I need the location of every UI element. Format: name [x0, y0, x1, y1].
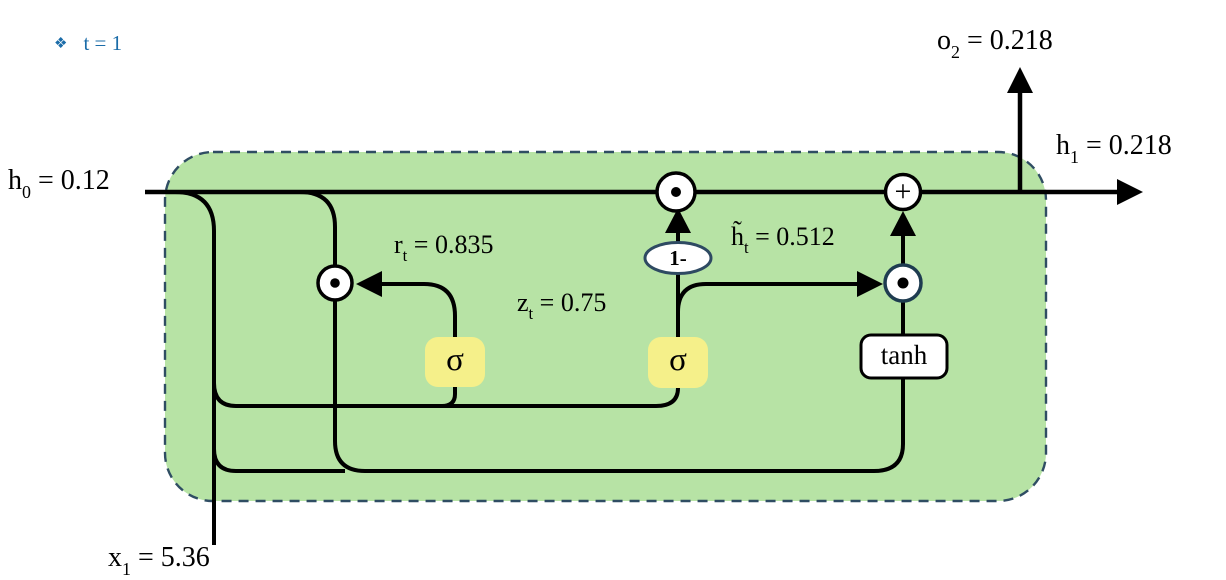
reset-arrowhead-icon	[356, 271, 382, 297]
update-subscript: t	[528, 304, 534, 324]
update-to-candidate-line	[676, 282, 858, 313]
add-arrowhead-icon	[890, 211, 916, 236]
hidden-state-arrowhead-icon	[1117, 179, 1143, 205]
one-minus-label: 1-	[669, 245, 687, 270]
reset-value: = 0.835	[407, 230, 494, 259]
forget-multiply-dot-icon	[671, 187, 681, 197]
add-node	[883, 172, 923, 212]
output-value: = 0.218	[959, 25, 1053, 56]
input-to-candidate-line	[212, 448, 345, 473]
reset-gate-output-line	[378, 282, 457, 337]
reset-symbol: r	[394, 230, 403, 259]
one-minus-node	[643, 241, 713, 275]
output-subscript: 2	[951, 41, 960, 62]
input-subscript: 1	[122, 558, 131, 579]
next-hidden-subscript: 1	[1070, 146, 1079, 167]
candidate-subscript: t	[744, 238, 749, 258]
reset-gate-box	[425, 337, 485, 387]
timestep-label: ❖ t = 1	[54, 31, 123, 55]
gru-cell-boundary	[163, 150, 1048, 503]
prev-hidden-symbol: h	[8, 165, 22, 196]
add-label: +	[894, 174, 912, 208]
update-value-label: zt = 0.75	[517, 288, 607, 322]
output-symbol: o	[937, 25, 951, 56]
candidate-value: = 0.512	[748, 222, 835, 251]
tanh-box	[859, 333, 949, 380]
candidate-value-label: h̃t = 0.512	[731, 222, 835, 256]
next-hidden-value: = 0.218	[1078, 130, 1172, 161]
next-hidden-symbol: h	[1056, 130, 1070, 161]
output-arrowhead-icon	[1007, 67, 1033, 93]
input-concat-line	[174, 190, 216, 545]
candidate-multiply-dot-icon	[897, 277, 909, 289]
update-gate-label: σ	[669, 342, 687, 378]
reset-subscript: t	[402, 246, 408, 266]
input-label: x1 = 5.36	[108, 542, 210, 578]
reset-value-label: rt = 0.835	[394, 230, 494, 264]
prev-hidden-label: h0 = 0.12	[8, 165, 110, 201]
output-label: o2 = 0.218	[937, 25, 1053, 61]
reset-branch-line	[299, 190, 337, 266]
input-value: = 5.36	[130, 542, 210, 573]
update-symbol: z	[517, 288, 529, 317]
prev-hidden-subscript: 0	[22, 181, 31, 202]
update-value: = 0.75	[533, 288, 607, 317]
candidate-input-line	[333, 300, 905, 473]
candidate-symbol: h̃	[731, 222, 744, 251]
timestep-text: t = 1	[83, 31, 123, 55]
prev-hidden-value: = 0.12	[30, 165, 110, 196]
input-symbol: x	[108, 542, 122, 573]
next-hidden-label: h1 = 0.218	[1056, 130, 1172, 166]
update-arrowhead-icon	[857, 271, 883, 297]
one-minus-arrowhead-icon	[665, 208, 691, 233]
reset-gate-stem-line	[441, 386, 457, 408]
tanh-label: tanh	[880, 340, 928, 370]
reset-multiply-dot-icon	[330, 278, 340, 288]
reset-gate-label: σ	[446, 341, 464, 378]
update-gate-box	[648, 337, 708, 388]
diamond-bullet-icon: ❖	[54, 36, 68, 53]
